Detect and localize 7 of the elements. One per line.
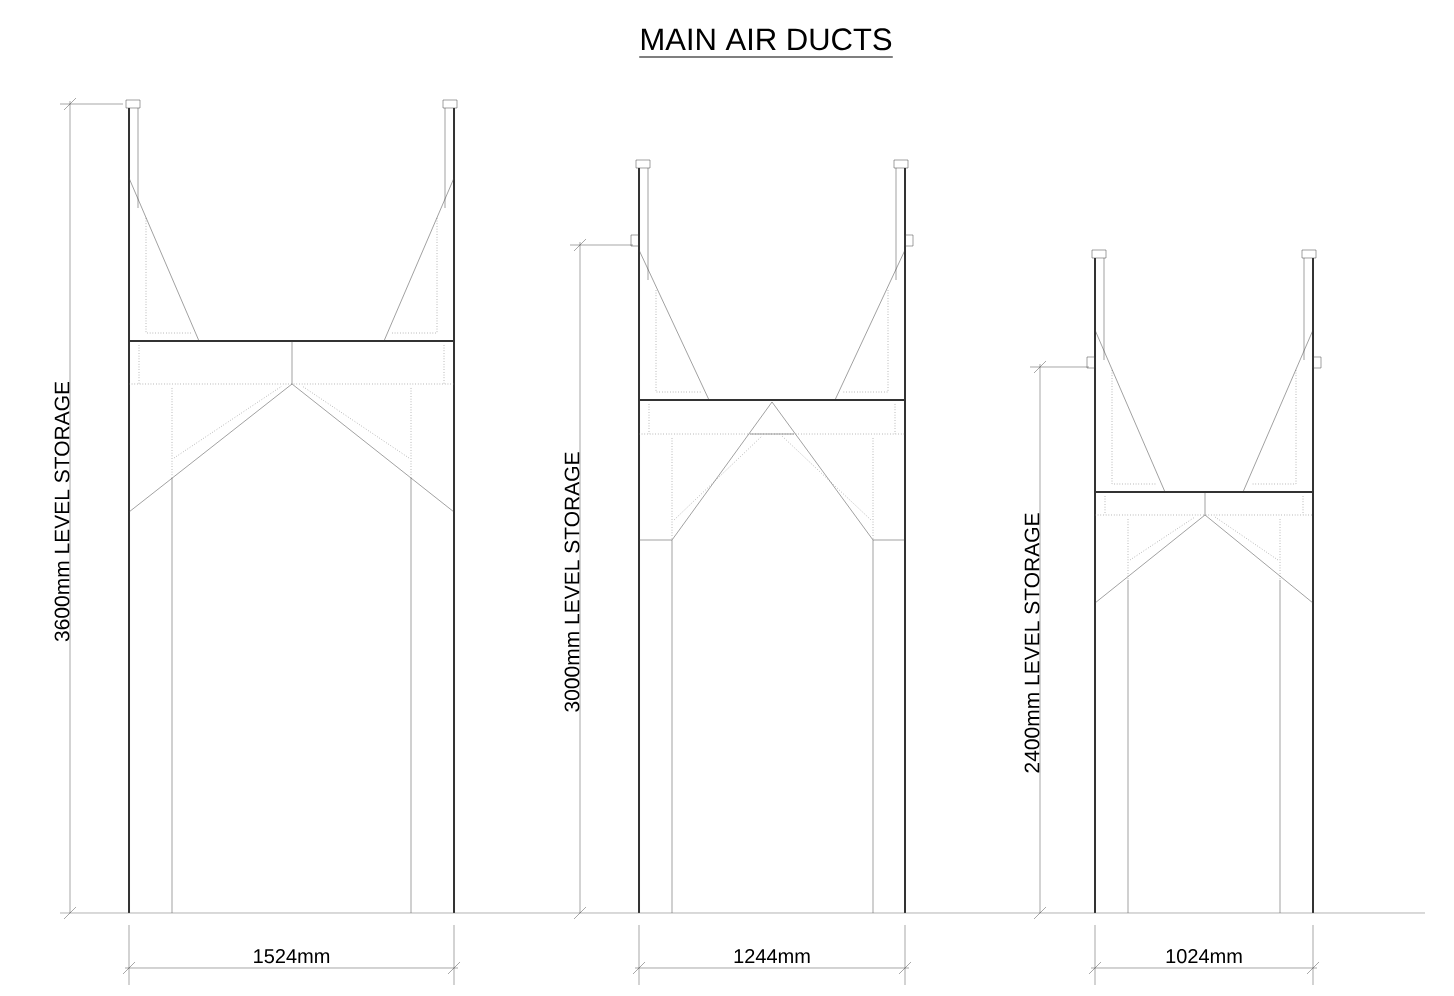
dimension-label: 1244mm — [734, 949, 810, 963]
dimension-label: 1524mm — [254, 949, 330, 964]
dimension-label: 3000mm LEVEL STORAGE — [564, 452, 580, 712]
title: MAIN AIR DUCTS — [638, 28, 894, 58]
dimension-label: 2400mm LEVEL STORAGE — [1024, 513, 1040, 773]
dimension-label: 3600mm LEVEL STORAGE — [54, 381, 70, 642]
dimension-label: 1024mm — [1166, 949, 1242, 964]
